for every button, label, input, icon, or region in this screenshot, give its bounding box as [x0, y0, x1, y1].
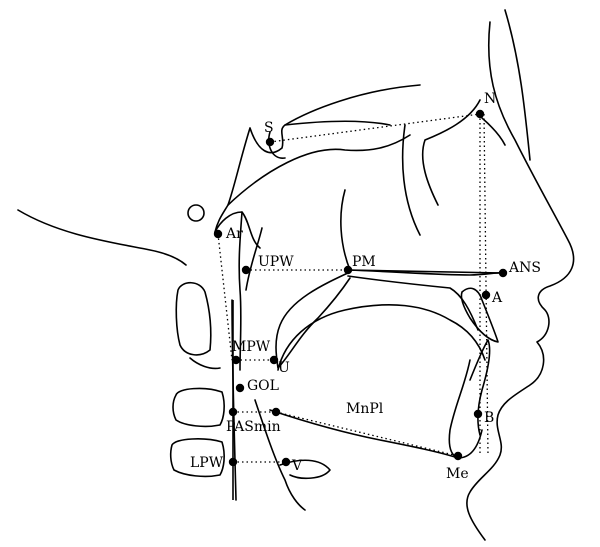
landmark-points	[213, 109, 508, 467]
symphysis	[448, 359, 471, 459]
label-b: B	[484, 410, 494, 426]
label-ans: ANS	[508, 260, 541, 276]
point-n	[475, 109, 485, 119]
line-ar-vertical	[217, 233, 233, 361]
point-a	[481, 290, 491, 300]
label-a: A	[491, 290, 503, 306]
label-u: U	[278, 360, 290, 376]
point-gol	[235, 383, 245, 393]
vertebra-c2	[175, 281, 212, 356]
orbit-line	[401, 124, 421, 236]
label-me: Me	[446, 466, 469, 482]
line-mandibular-plane	[275, 411, 459, 457]
frontal-curve	[481, 117, 506, 146]
pterygoid-plate	[340, 189, 351, 271]
point-lpw	[228, 457, 238, 467]
ear-rod-circle	[187, 204, 205, 222]
point-b	[473, 409, 483, 419]
sella-curve	[268, 131, 286, 159]
label-upw: UPW	[258, 254, 294, 270]
tongue-dorsum	[277, 304, 486, 371]
point-pm	[343, 265, 353, 275]
clivus-to-orbit	[227, 134, 411, 206]
ramus-posterior	[238, 211, 243, 371]
point-u	[269, 355, 279, 365]
hyoid	[279, 459, 331, 480]
forehead-line	[504, 9, 531, 161]
point-pasmin-anterior	[271, 407, 281, 417]
point-ar	[213, 229, 223, 239]
line-pm-ans	[347, 269, 504, 274]
point-me	[453, 451, 463, 461]
upper-incisor	[460, 287, 499, 343]
label-pasmin: PASmin	[226, 419, 281, 435]
anatomy-outlines	[17, 9, 575, 541]
line-s-n	[269, 113, 481, 143]
occipital-line	[17, 209, 187, 266]
label-ar: Ar	[225, 226, 243, 242]
epiglottis	[254, 399, 306, 511]
skull-base	[214, 84, 421, 233]
label-mpw: MPW	[232, 339, 271, 355]
vertebra-c2-dens	[189, 357, 221, 370]
mandible-lower-border	[269, 409, 483, 459]
soft-tissue-profile	[466, 21, 575, 541]
label-gol: GOL	[247, 378, 279, 394]
palate-lower	[347, 275, 479, 331]
point-pasmin-posterior	[228, 407, 238, 417]
point-s	[265, 137, 275, 147]
label-lpw: LPW	[190, 455, 224, 471]
soft-palate	[275, 271, 351, 369]
reference-lines	[217, 113, 504, 500]
label-pm: PM	[352, 254, 376, 270]
label-mnpl: MnPl	[346, 401, 384, 417]
point-upw	[241, 265, 251, 275]
point-mpw	[231, 355, 241, 365]
ramus-anterior	[245, 227, 263, 291]
label-s: S	[264, 120, 274, 136]
point-v	[281, 457, 291, 467]
landmark-labels: S N Ar UPW PM ANS A MPW U GOL MnPl PASmi…	[190, 91, 541, 482]
vertebra-c4	[169, 438, 225, 478]
vertebra-c3	[172, 387, 225, 428]
label-n: N	[484, 91, 496, 107]
line-n-me-2	[483, 113, 489, 456]
label-v: V	[291, 458, 303, 474]
point-ans	[498, 268, 508, 278]
anterior-cranial-base	[284, 120, 391, 126]
